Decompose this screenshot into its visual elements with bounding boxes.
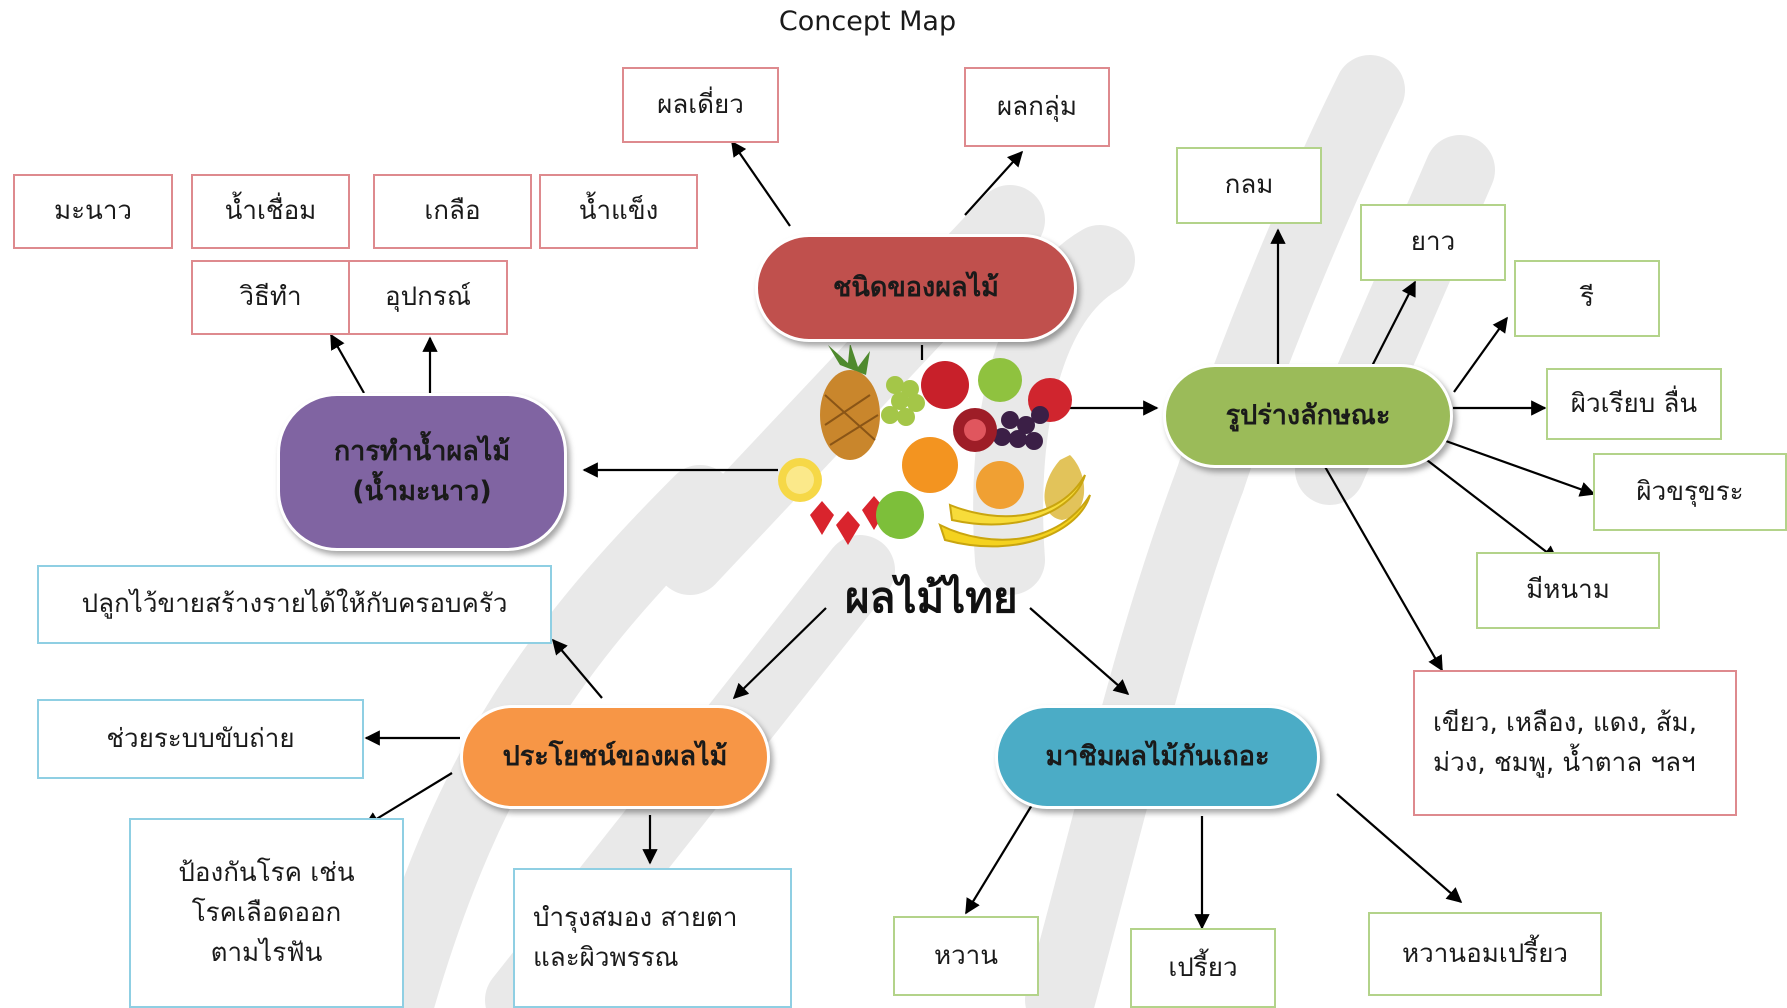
arrow-types-single [731, 140, 791, 227]
node-fruit-types: ชนิดของผลไม้ [755, 234, 1077, 342]
prevent-line1: ป้องกันโรค เช่น [178, 857, 355, 888]
arrow-taste-sweet [965, 799, 1036, 915]
box-sweet: หวาน [893, 916, 1039, 996]
brain-line2: และผิวพรรณ [533, 943, 679, 973]
box-digestion: ช่วยระบบขับถ่าย [37, 699, 364, 779]
node-juice-label-line1: การทำน้ำผลไม้ [333, 435, 511, 467]
arrow-shape-oval [1453, 316, 1508, 393]
box-rough-skin: ผิวขรุขระ [1593, 453, 1787, 531]
box-disease-prevention: ป้องกันโรค เช่น โรคเลือดออก ตามไรฟัน [129, 818, 404, 1008]
arrow-center-taste [1029, 607, 1130, 696]
prevent-line2: โรคเลือดออก [191, 897, 342, 928]
arrow-shape-colors [1319, 457, 1443, 672]
node-juice-label-line2: (น้ำมะนาว) [352, 476, 492, 507]
box-smooth-skin: ผิวเรียบ ลื่น [1546, 368, 1722, 440]
fruit-pile-image [778, 345, 1091, 548]
node-fruit-types-label: ชนิดของผลไม้ [833, 271, 999, 303]
arrow-benefit-prevent [363, 772, 453, 827]
node-benefit: ประโยชน์ของผลไม้ [460, 705, 770, 809]
node-taste: มาชิมผลไม้กันเถอะ [995, 705, 1320, 809]
node-shape-label: รูปร่างลักษณะ [1225, 399, 1391, 431]
box-sweet-sour: หวานอมเปรี้ยว [1368, 912, 1602, 996]
box-ice: น้ำแข็ง [539, 174, 698, 249]
prevent-line3: ตามไรฟัน [210, 938, 323, 969]
colors-line1: เขียว, เหลือง, แดง, ส้ม, [1433, 707, 1697, 738]
box-brain-eyes-skin: บำรุงสมอง สายตา และผิวพรรณ [513, 868, 792, 1008]
box-round: กลม [1176, 147, 1322, 224]
node-juice: การทำน้ำผลไม้ (น้ำมะนาว) [277, 393, 567, 551]
box-single-fruit: ผลเดี่ยว [622, 67, 779, 143]
arrow-juice-method [330, 333, 365, 394]
diagram-title: Concept Map [778, 6, 957, 37]
box-long: ยาว [1360, 204, 1506, 281]
arrow-center-benefit [732, 607, 827, 700]
arrow-types-group [964, 150, 1024, 216]
box-sour: เปรี้ยว [1130, 928, 1276, 1008]
brain-line1: บำรุงสมอง สายตา [533, 902, 738, 933]
node-shape: รูปร่างลักษณะ [1163, 364, 1453, 468]
box-method: วิธีทำ [191, 260, 350, 335]
arrow-benefit-income [552, 638, 603, 699]
arrow-shape-thorny [1422, 456, 1559, 561]
box-oval: รี [1514, 260, 1660, 337]
colors-line2: ม่วง, ชมพู, น้ำตาล ฯลฯ [1433, 748, 1696, 778]
box-syrup: น้ำเชื่อม [191, 174, 350, 249]
arrow-shape-long [1369, 280, 1416, 371]
arrow-shape-rough [1442, 438, 1596, 497]
box-colors: เขียว, เหลือง, แดง, ส้ม, ม่วง, ชมพู, น้ำ… [1413, 670, 1737, 816]
box-lime: มะนาว [13, 174, 173, 249]
arrow-taste-sweetsour [1336, 793, 1463, 904]
box-income: ปลูกไว้ขายสร้างรายได้ให้กับครอบครัว [37, 565, 552, 644]
box-thorny: มีหนาม [1476, 552, 1660, 629]
box-equipment: อุปกรณ์ [348, 260, 508, 335]
node-taste-label: มาชิมผลไม้กันเถอะ [1045, 740, 1270, 772]
node-benefit-label: ประโยชน์ของผลไม้ [502, 740, 728, 772]
box-salt: เกลือ [373, 174, 532, 249]
center-topic: ผลไม้ไทย [845, 573, 1018, 622]
box-group-fruit: ผลกลุ่ม [964, 67, 1110, 147]
